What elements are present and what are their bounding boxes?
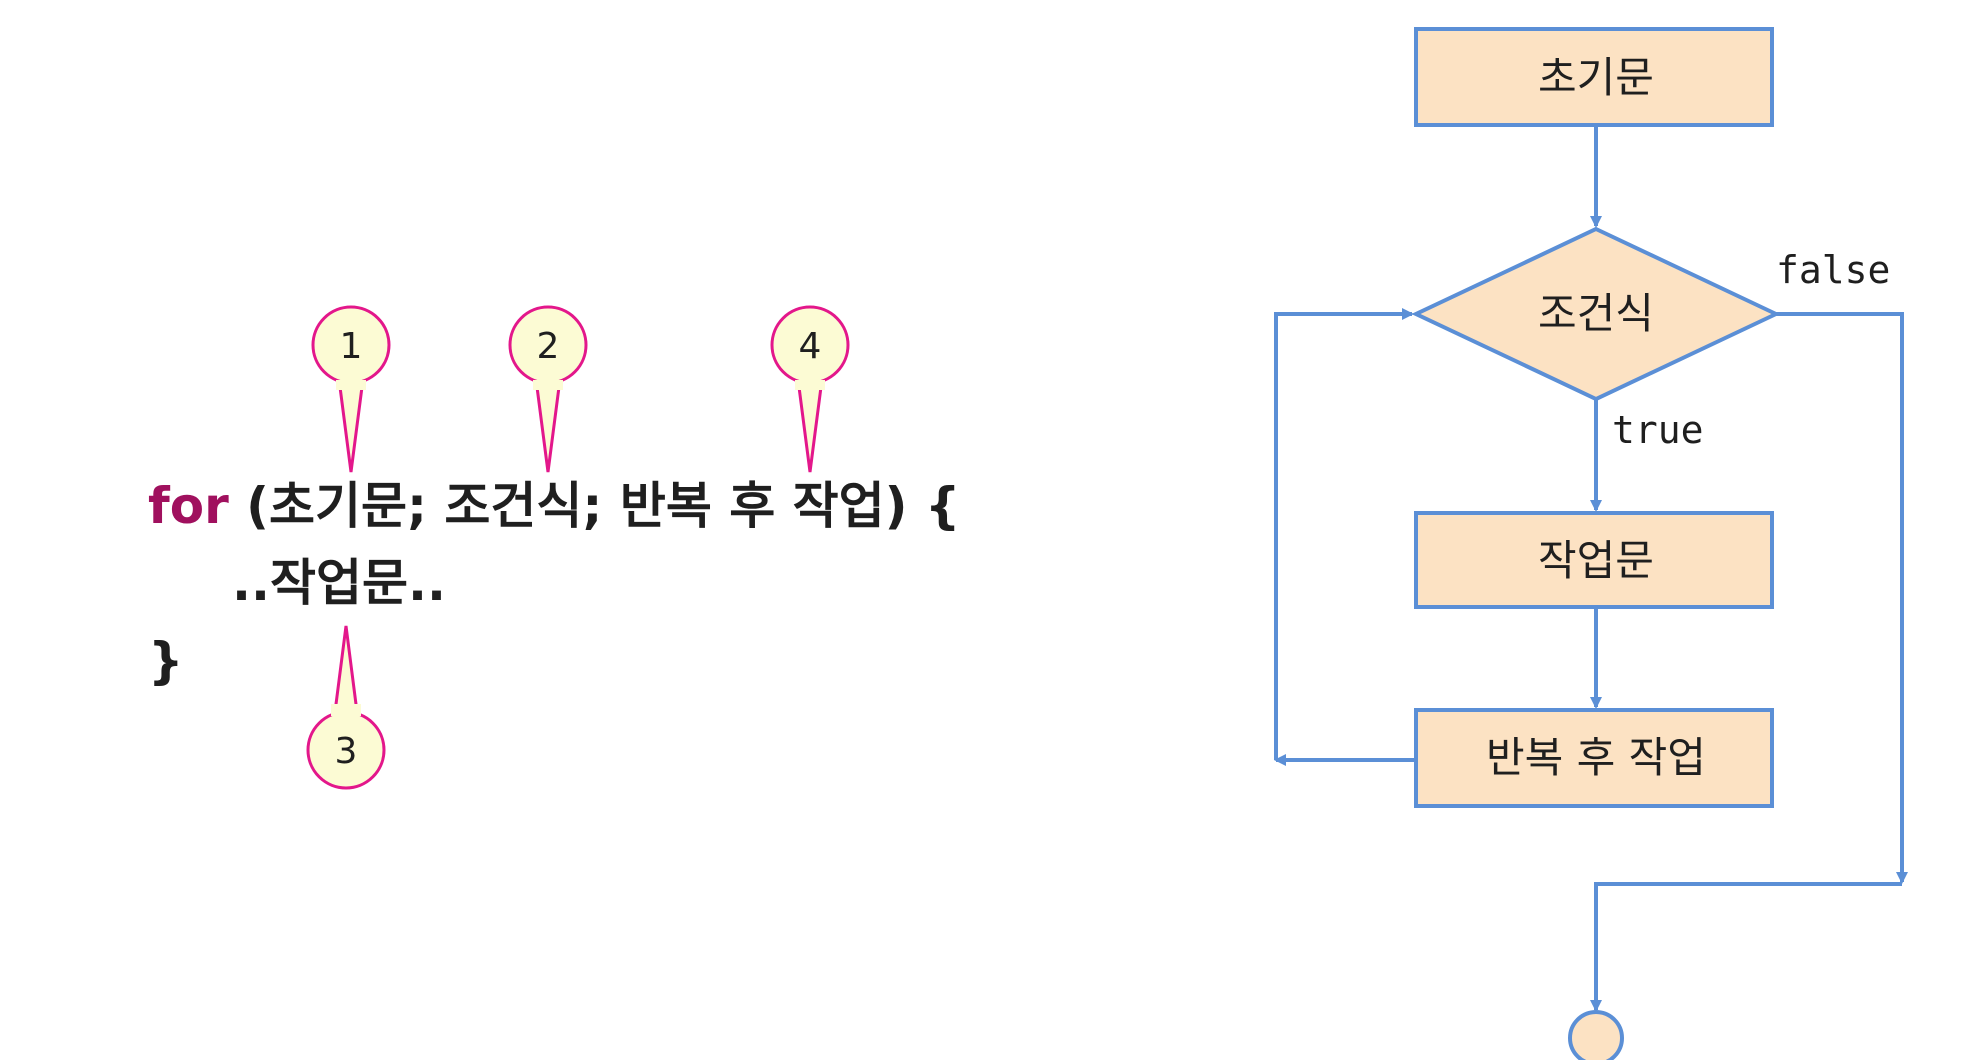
callout-2-pointer — [535, 385, 561, 473]
closing-brace: } — [148, 632, 184, 690]
callout-1: 1 — [311, 305, 391, 473]
callout-3-number: 3 — [335, 731, 358, 772]
body-box — [1414, 511, 1774, 609]
false-branch-label: false — [1776, 248, 1890, 292]
code-block: for (초기문; 조건식; 반복 후 작업) { ..작업문.. } — [148, 477, 961, 690]
for-header-text: (초기문; 조건식; 반복 후 작업) { — [229, 477, 961, 535]
end-terminal — [1568, 1010, 1624, 1060]
callout-4-number: 4 — [799, 326, 822, 367]
exit-merge-line — [1590, 882, 1902, 1012]
for-statement-line: for (초기문; 조건식; 반복 후 작업) { — [148, 477, 961, 535]
callout-3-pointer — [333, 625, 359, 714]
callout-2-number: 2 — [537, 326, 560, 367]
flowchart: 초기문 조건식 작업문 반복 후 작업 true false — [1274, 27, 1908, 1060]
callout-4-pointer — [797, 385, 823, 473]
loop-body-text: ..작업문.. — [232, 554, 446, 612]
loop-back-line — [1274, 308, 1414, 760]
for-keyword: for — [148, 477, 229, 535]
body-box-label: 작업문 — [1538, 536, 1654, 585]
false-exit-line — [1776, 312, 1908, 884]
callout-1-number: 1 — [340, 326, 363, 367]
init-box — [1414, 27, 1774, 127]
callout-4: 4 — [770, 305, 850, 473]
update-box-label: 반복 후 작업 — [1486, 733, 1706, 782]
condition-diamond-label: 조건식 — [1538, 289, 1654, 338]
callout-2: 2 — [508, 305, 588, 473]
true-branch-label: true — [1612, 408, 1704, 452]
condition-diamond — [1411, 226, 1781, 402]
callout-1-pointer — [338, 385, 364, 473]
update-box — [1414, 708, 1774, 808]
init-box-label: 초기문 — [1538, 53, 1654, 102]
callout-3: 3 — [306, 625, 386, 790]
